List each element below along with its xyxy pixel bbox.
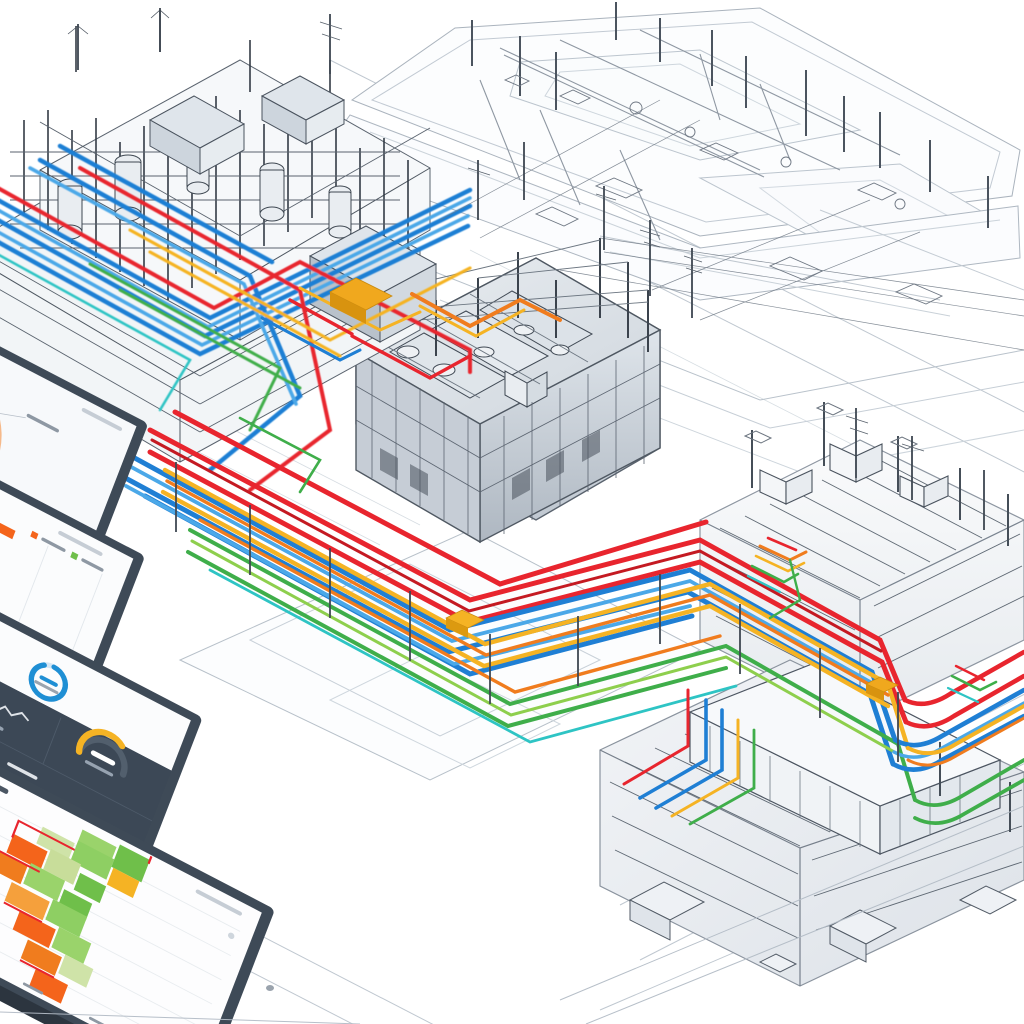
plan-detail-clusters [503,74,944,305]
plan-stacks [471,2,989,228]
monitor-3-kpi-tiles-dark[interactable] [0,569,173,822]
pipe-rack-support-columns [175,462,899,762]
monitor-2-screen[interactable] [0,396,134,710]
facade-openings [380,430,600,500]
monitor-4-critical-path [0,819,153,979]
monitor-4-header [0,742,242,916]
plan-pipe-bridges [479,29,901,241]
monitor-3-energy-gauge[interactable] [75,724,134,782]
reactor-equipment-boxes [148,75,438,343]
monitor-3-screen-top[interactable] [0,521,191,771]
pipe-branches-center [238,286,562,494]
overhead-cable-lines [439,99,1024,351]
facade-grid [355,346,661,534]
pipe-cluster-unit-04-tiein [746,536,808,620]
monitor-2-legend [30,530,104,572]
monitor-4-axis-ticks [22,982,110,1024]
monitor-2-header [58,530,103,556]
monitor-3-kpi-tiles-light[interactable] [0,548,70,706]
monitor-1-header [81,407,123,431]
pipe-cluster-lower-right-tiein [946,664,998,704]
monitor-4-bezel-edge [0,899,204,1024]
pole-crossarms [319,21,925,452]
monitor-3-sparkline-tile[interactable] [0,692,30,747]
monitor-4-scroll-handle[interactable] [227,931,235,940]
pipe-bundle-upper-left [0,143,473,492]
equipment-skid-accents [329,277,899,701]
